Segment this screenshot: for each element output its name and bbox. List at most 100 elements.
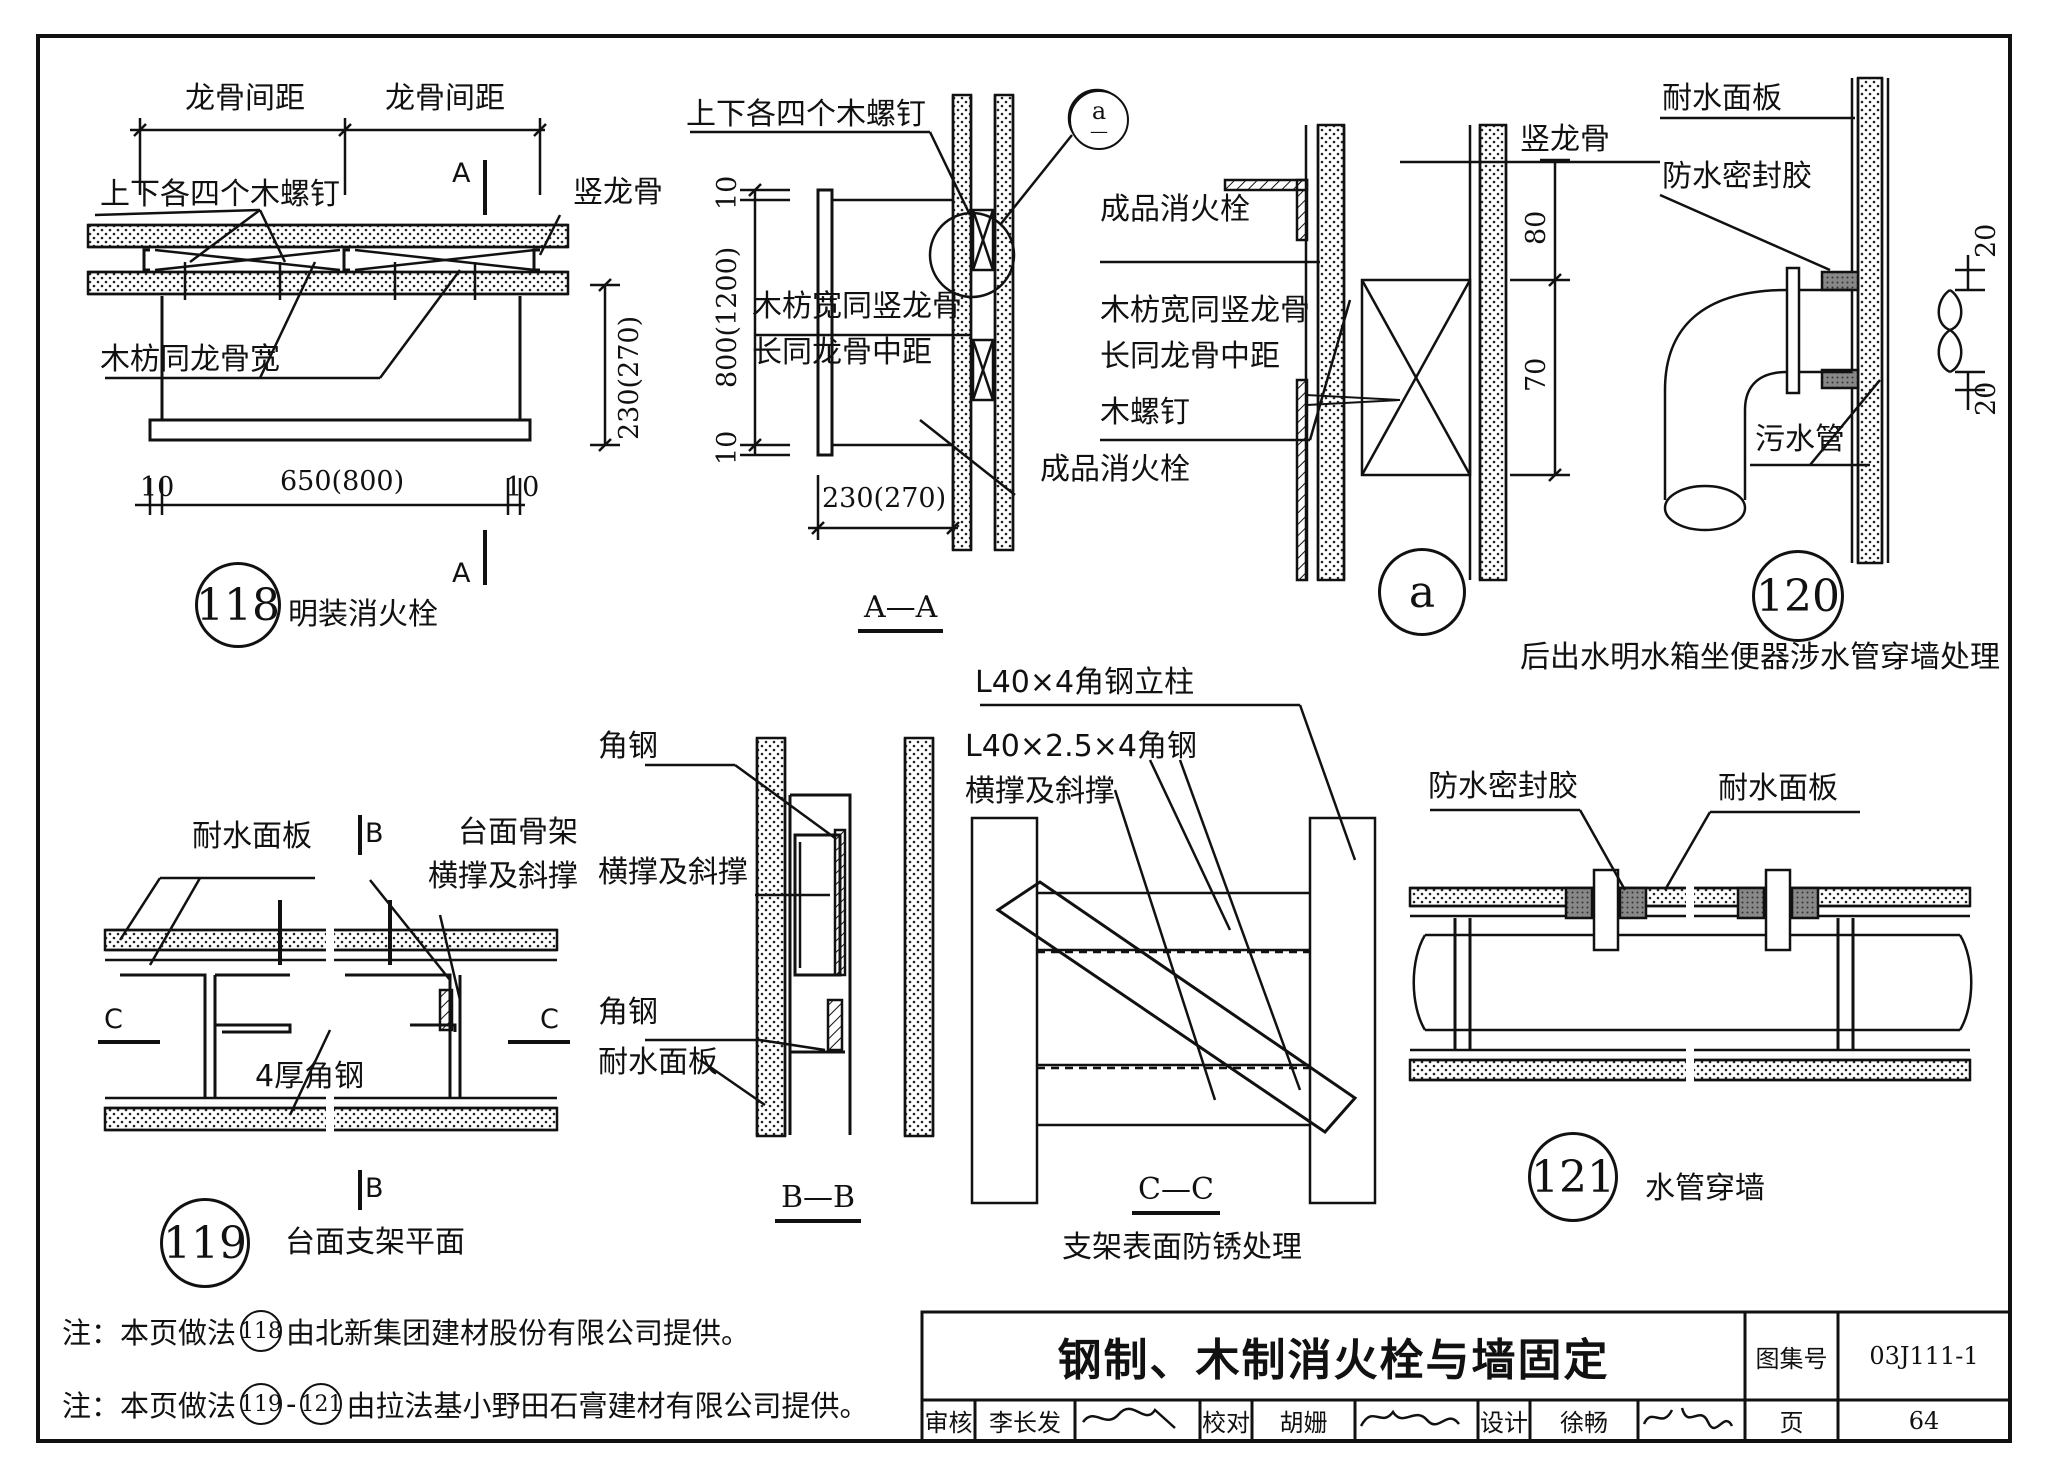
d118-screws-label: 上下各四个木螺钉 <box>100 177 340 212</box>
d120-dim-bottom: 20 <box>1971 381 2002 416</box>
d120-pipe-label: 污水管 <box>1755 422 1845 457</box>
d120-detail-number: 120 <box>1752 550 1844 642</box>
reviewer-signature <box>1075 1400 1200 1441</box>
d118-dim-left: 10 <box>140 472 175 503</box>
design-label: 设计 <box>1480 1409 1528 1437</box>
aa-section-title: A—A <box>858 590 944 633</box>
note2-ref-b: 121 <box>300 1383 343 1425</box>
d119-mark-b-top: B <box>365 818 384 849</box>
d120-board-label: 耐水面板 <box>1662 81 1782 116</box>
aa-dim-height: 800(1200) <box>712 246 743 388</box>
d118-vertical-keel-label: 竖龙骨 <box>573 175 663 210</box>
d120-sealant-label: 防水密封胶 <box>1662 159 1812 194</box>
bb-brace-label: 横撑及斜撑 <box>598 855 748 890</box>
bb-section-title: B—B <box>775 1180 862 1223</box>
d119-mark-b-bottom: B <box>365 1173 384 1204</box>
a-strip-width-label: 木枋宽同竖龙骨 <box>1100 293 1310 328</box>
cc-caption: 支架表面防锈处理 <box>1062 1230 1302 1265</box>
check-label: 校对 <box>1202 1409 1250 1437</box>
note1-ref: 118 <box>240 1310 283 1352</box>
cc-column-label: L40×4角钢立柱 <box>975 665 1195 700</box>
aa-dim-bottom: 10 <box>712 430 743 465</box>
a-dim-80: 80 <box>1521 210 1552 245</box>
d121-caption: 水管穿墙 <box>1645 1171 1765 1206</box>
aa-detail-ref-circle: a — <box>1069 90 1129 150</box>
atlas-number: 03J111-1 <box>1869 1342 1979 1370</box>
atlas-label: 图集号 <box>1755 1344 1828 1373</box>
bb-board-label: 耐水面板 <box>598 1045 718 1080</box>
d118-section-mark-top: A <box>452 158 471 189</box>
d118-dim-right: 10 <box>505 472 540 503</box>
a-vertical-keel-label: 竖龙骨 <box>1520 122 1610 157</box>
d119-brace-label: 横撑及斜撑 <box>428 859 578 894</box>
checker-signature <box>1355 1400 1478 1441</box>
note1-prefix: 注：本页做法 <box>62 1316 237 1350</box>
a-screw-label: 木螺钉 <box>1100 395 1190 430</box>
drawing-title: 钢制、木制消火栓与墙固定 <box>1057 1335 1610 1386</box>
aa-detail-ref-top: a <box>1091 97 1107 125</box>
aa-screws-label: 上下各四个木螺钉 <box>686 97 926 132</box>
a-dim-70: 70 <box>1521 357 1552 392</box>
checker-signature-mark <box>1359 1409 1460 1427</box>
note1-suffix: 由北新集团建材股份有限公司提供。 <box>286 1316 751 1350</box>
bb-angle-bottom-label: 角钢 <box>598 995 658 1030</box>
aa-hydrant-label: 成品消火栓 <box>1040 452 1190 487</box>
review-label: 审核 <box>924 1409 973 1437</box>
cc-brace-label: 横撑及斜撑 <box>965 774 1115 809</box>
note-2: 注：本页做法 119 - 121 由拉法基小野田石膏建材有限公司提供。 <box>62 1383 869 1425</box>
aa-detail-ref-bottom: — <box>1090 121 1108 142</box>
d118-wood-strip-label: 木枋同龙骨宽 <box>100 342 280 377</box>
d119-angle-label: 4厚角钢 <box>255 1059 365 1094</box>
d118-dim-height: 230(270) <box>614 315 645 440</box>
aa-strip-length-label: 长同龙骨中距 <box>752 335 932 370</box>
d121-sealant-label: 防水密封胶 <box>1428 769 1578 804</box>
note-1: 注：本页做法 118 由北新集团建材股份有限公司提供。 <box>62 1310 750 1352</box>
aa-strip-width-label: 木枋宽同竖龙骨 <box>752 289 962 324</box>
d121-board-label: 耐水面板 <box>1718 771 1838 806</box>
detail-a-number: a <box>1378 548 1466 636</box>
d118-keel-spacing-2: 龙骨间距 <box>385 81 505 116</box>
a-strip-length-label: 长同龙骨中距 <box>1100 339 1280 374</box>
d119-detail-number: 119 <box>160 1198 250 1288</box>
page-label: 页 <box>1779 1409 1804 1437</box>
note2-suffix: 由拉法基小野田石膏建材有限公司提供。 <box>346 1389 869 1423</box>
note2-dash: - <box>286 1387 297 1421</box>
a-hydrant-label: 成品消火栓 <box>1100 192 1250 227</box>
d120-dim-top: 20 <box>1971 223 2002 258</box>
designer-signature-mark <box>1642 1407 1734 1430</box>
d119-frame-label: 台面骨架 <box>458 815 578 850</box>
section-bb <box>645 736 935 1138</box>
d119-caption: 台面支架平面 <box>285 1225 465 1260</box>
d118-dim-width: 650(800) <box>280 466 405 497</box>
detail-121 <box>1408 808 1973 1090</box>
d118-caption: 明装消火栓 <box>288 597 438 632</box>
aa-dim-top: 10 <box>712 175 743 210</box>
note2-ref-a: 119 <box>240 1383 283 1425</box>
detail-120 <box>1659 76 1985 565</box>
d118-keel-spacing-1: 龙骨间距 <box>185 81 305 116</box>
d119-mark-c-right: C <box>540 1004 559 1035</box>
designer-name: 徐畅 <box>1560 1409 1608 1437</box>
section-aa <box>690 88 1127 552</box>
d118-section-mark-bottom: A <box>452 558 471 589</box>
reviewer-name: 李长发 <box>989 1409 1061 1437</box>
note2-prefix: 注：本页做法 <box>62 1389 237 1423</box>
bb-angle-top-label: 角钢 <box>598 729 658 764</box>
d120-caption: 后出水明水箱坐便器涉水管穿墙处理 <box>1520 640 2000 675</box>
detail-a <box>1100 123 1660 582</box>
d119-board-label: 耐水面板 <box>192 819 312 854</box>
reviewer-signature-mark <box>1082 1407 1176 1429</box>
title-block-grid <box>920 1310 2012 1443</box>
detail-119-plan <box>98 815 570 1210</box>
d121-detail-number: 121 <box>1528 1132 1618 1222</box>
detail-118-plan <box>86 118 620 585</box>
cc-section-title: C—C <box>1132 1172 1220 1215</box>
designer-signature <box>1638 1400 1745 1441</box>
d118-detail-number: 118 <box>195 562 281 648</box>
checker-name: 胡姗 <box>1279 1409 1328 1437</box>
d119-mark-c-left: C <box>104 1004 123 1035</box>
section-cc <box>970 703 1377 1205</box>
cc-angle-label: L40×2.5×4角钢 <box>965 729 1197 764</box>
